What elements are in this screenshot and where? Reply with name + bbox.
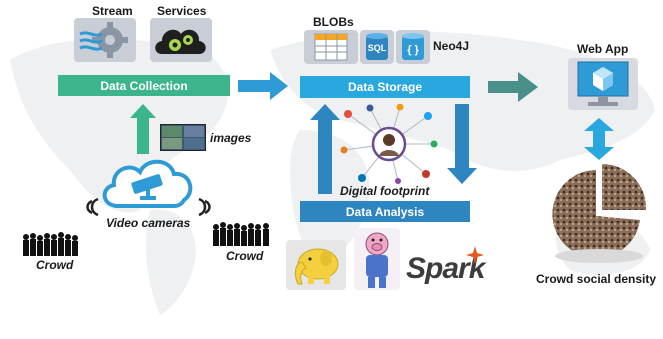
pig-icon xyxy=(354,228,400,290)
left-signal-waves-icon xyxy=(86,197,99,217)
blob-table-icon xyxy=(304,30,358,64)
data-analysis-label: Data Analysis xyxy=(345,204,425,219)
images-thumbnail xyxy=(160,124,206,151)
collection-to-storage-arrow xyxy=(238,72,288,100)
storage-to-analysis-down-arrow xyxy=(447,104,477,184)
stream-label: Stream xyxy=(92,4,133,18)
digital-footprint-label: Digital footprint xyxy=(340,184,430,198)
storage-to-webapp-arrow xyxy=(488,72,538,102)
data-collection-label: Data Collection xyxy=(100,78,188,93)
spark-star-icon xyxy=(466,246,484,264)
blobs-label: BLOBs xyxy=(313,15,354,29)
web-app-monitor-icon xyxy=(568,58,638,110)
video-cameras-label: Video cameras xyxy=(106,216,191,230)
collection-up-arrow xyxy=(130,104,156,154)
crowd-left-icon xyxy=(23,232,78,256)
data-collection-bar: Data Collection xyxy=(58,75,230,96)
services-label: Services xyxy=(157,4,207,18)
crowd-density-pie-icon xyxy=(552,163,647,263)
services-cloud-gears-icon xyxy=(150,18,212,62)
webapp-density-double-arrow xyxy=(584,118,614,160)
right-signal-waves-icon xyxy=(198,197,211,217)
svg-text:{ }: { } xyxy=(407,44,419,56)
web-app-title: Web App xyxy=(577,42,629,56)
images-label: images xyxy=(210,131,252,145)
crowd-right-icon xyxy=(213,222,269,246)
sql-database-icon: SQL xyxy=(360,30,394,64)
data-analysis-bar: Data Analysis xyxy=(300,201,470,222)
neo4j-label: Neo4J xyxy=(433,39,470,53)
video-camera-cloud-icon xyxy=(102,159,193,208)
digital-footprint-network-icon xyxy=(340,104,438,184)
sql-label: SQL xyxy=(367,43,387,53)
stream-gear-icon xyxy=(74,18,136,62)
data-storage-bar: Data Storage xyxy=(300,76,470,98)
spark-logo: Spark xyxy=(406,252,485,286)
crowd-social-density-label: Crowd social density xyxy=(536,272,657,286)
data-storage-label: Data Storage xyxy=(347,80,423,94)
crowd-left-label: Crowd xyxy=(36,258,74,272)
analysis-to-storage-up-arrow xyxy=(310,104,340,194)
hadoop-elephant-icon xyxy=(286,240,346,290)
spark-label: Spark xyxy=(406,252,485,285)
crowd-right-label: Crowd xyxy=(226,249,264,263)
neo4j-database-icon: { } xyxy=(396,30,430,64)
